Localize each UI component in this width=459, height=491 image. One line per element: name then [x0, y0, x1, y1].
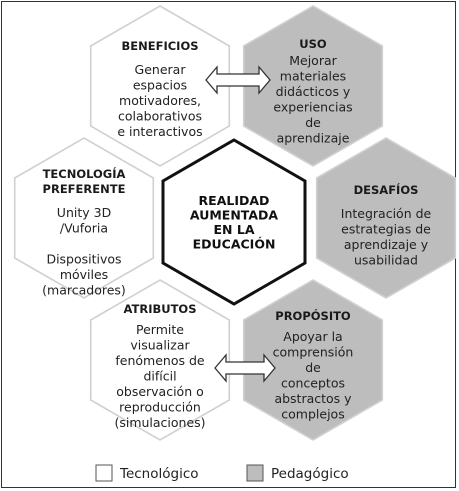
- legend-swatch-tecnologico: [95, 464, 113, 482]
- hexagon-shape-beneficios: [89, 5, 231, 167]
- hexagon-title-atributos: ATRIBUTOS: [124, 302, 197, 316]
- hexagon-text-tecnologia: Unity 3D: [57, 205, 111, 220]
- hexagon-shape-atributos: [89, 279, 231, 441]
- hexagon-text-atributos: visualizar: [130, 338, 190, 353]
- hexagon-text-uso: de: [305, 115, 321, 130]
- hexagon-text-proposito: abstractos y: [274, 391, 352, 406]
- hexagon-text-atributos: Permite: [136, 322, 184, 337]
- hexagon-text-tecnologia: (marcadores): [42, 283, 126, 298]
- hexagon-text-beneficios: motivadores,: [119, 93, 201, 108]
- double-arrow-atributos-proposito: [214, 353, 276, 383]
- hexagon-text-beneficios: Generar: [135, 62, 187, 77]
- hexagon-text-atributos: observación o: [116, 384, 204, 399]
- center-hexagon-shape: [161, 138, 307, 306]
- hexagon-text-tecnologia: /Vuforia: [60, 221, 108, 236]
- hexagon-shape-desafios: [315, 137, 457, 299]
- hexagon-beneficios: BENEFICIOS Generarespaciosmotivadores,col…: [89, 5, 231, 167]
- hexagon-title-uso: USO: [299, 37, 327, 51]
- center-title-line: EN LA: [214, 222, 255, 237]
- hexagon-shape-tecnologia: [13, 137, 155, 299]
- hexagon-text-tecnologia: Dispositivos: [46, 252, 121, 267]
- hexagon-text-atributos: (simulaciones): [114, 415, 205, 430]
- hexagon-text-uso: Mejorar: [289, 53, 337, 68]
- hexagon-text-desafios: estrategias de: [341, 222, 431, 237]
- hexagon-title-proposito: PROPÓSITO: [275, 308, 351, 323]
- hexagon-title-desafios: DESAFÍOS: [354, 182, 419, 197]
- legend: Tecnológico Pedagógico: [95, 464, 349, 482]
- center-title-line: AUMENTADA: [190, 208, 278, 223]
- hexagon-text-uso: materiales: [280, 69, 346, 84]
- hexagon-text-proposito: conceptos: [281, 376, 345, 391]
- legend-label-pedagogico: Pedagógico: [271, 466, 349, 482]
- legend-label-tecnologico: Tecnológico: [119, 466, 199, 482]
- hexagon-text-uso: aprendizaje: [277, 131, 350, 146]
- hexagon-title-beneficios: BENEFICIOS: [121, 39, 198, 53]
- hexagon-text-proposito: Apoyar la: [283, 329, 342, 344]
- hexagon-proposito: PROPÓSITO Apoyar lacomprensióndeconceptos…: [242, 279, 384, 441]
- hexagon-text-beneficios: espacios: [133, 78, 187, 93]
- hexagon-text-tecnologia: móviles: [60, 267, 108, 282]
- hexagon-shape-proposito: [242, 279, 384, 441]
- hexagon-text-proposito: comprensión: [273, 345, 354, 360]
- hexagon-text-desafios: Integración de: [341, 206, 432, 221]
- hexagon-text-atributos: fenómenos de: [115, 353, 205, 368]
- hexagon-title-tecnologia: TECNOLOGÍA: [43, 166, 126, 181]
- hexagon-text-desafios: aprendizaje y: [344, 237, 429, 252]
- double-arrow-beneficios-uso: [205, 65, 271, 95]
- hexagon-text-proposito: complejos: [281, 407, 344, 422]
- hexagon-text-atributos: reproducción: [119, 400, 201, 415]
- center-title-line: EDUCACIÓN: [193, 237, 276, 252]
- hexagon-text-uso: experiencias: [273, 100, 352, 115]
- hexagon-text-desafios: usabilidad: [354, 253, 418, 268]
- hexagon-title-tecnologia: PREFERENTE: [43, 182, 126, 196]
- hexagon-text-proposito: de: [305, 360, 321, 375]
- hexagon-text-beneficios: colaborativos: [118, 109, 202, 124]
- center-title-line: REALIDAD: [199, 193, 270, 208]
- hexagon-text-atributos: difícil: [143, 369, 176, 384]
- legend-swatch-pedagogico: [246, 464, 264, 482]
- hexagon-text-beneficios: e interactivos: [117, 124, 202, 139]
- hexagon-text-uso: didácticos y: [276, 84, 351, 99]
- hexagon-shape-uso: [242, 5, 384, 167]
